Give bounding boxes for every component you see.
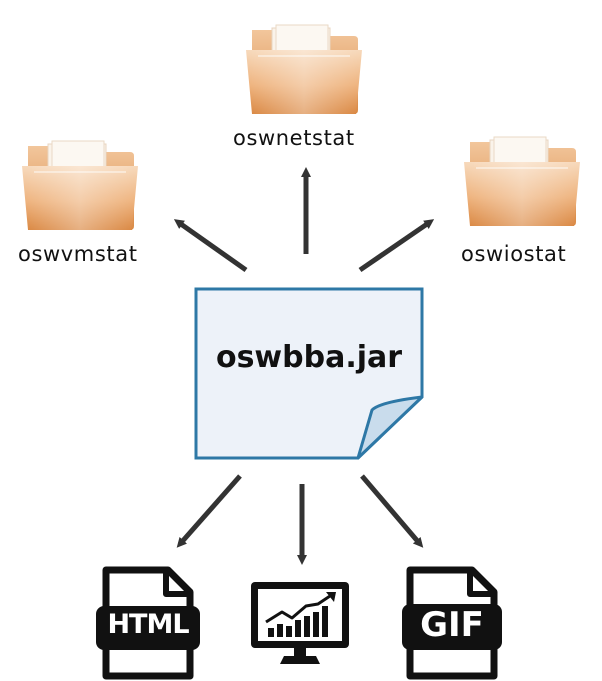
jar-file-label: oswbba.jar [215,340,403,375]
arrow-to-oswiostat [358,219,435,273]
html-badge-label: HTML [107,609,189,640]
html-file-icon [96,566,200,680]
chart-bar [304,616,310,637]
folder-icon-oswvmstat [22,140,138,230]
chart-bar [277,624,283,637]
gif-badge-label: GIF [420,605,484,645]
folder-label-oswnetstat: oswnetstat [233,126,355,150]
jar-file-icon [194,287,424,460]
arrow-to-html [176,474,242,548]
arrow-to-gif [360,474,424,548]
arrow-to-oswvmstat [173,219,248,273]
chart-bar [295,620,301,637]
folder-label-oswiostat: oswiostat [461,242,567,266]
gif-file-icon [402,566,502,680]
chart-bar [268,628,274,637]
chart-bar [322,606,328,637]
chart-bar [286,626,292,637]
folder-label-oswvmstat: oswvmstat [18,242,138,266]
chart-monitor-icon [251,582,349,664]
chart-bar [313,612,319,637]
folder-icon-oswiostat [464,136,580,226]
folder-icon-oswnetstat [246,24,362,114]
